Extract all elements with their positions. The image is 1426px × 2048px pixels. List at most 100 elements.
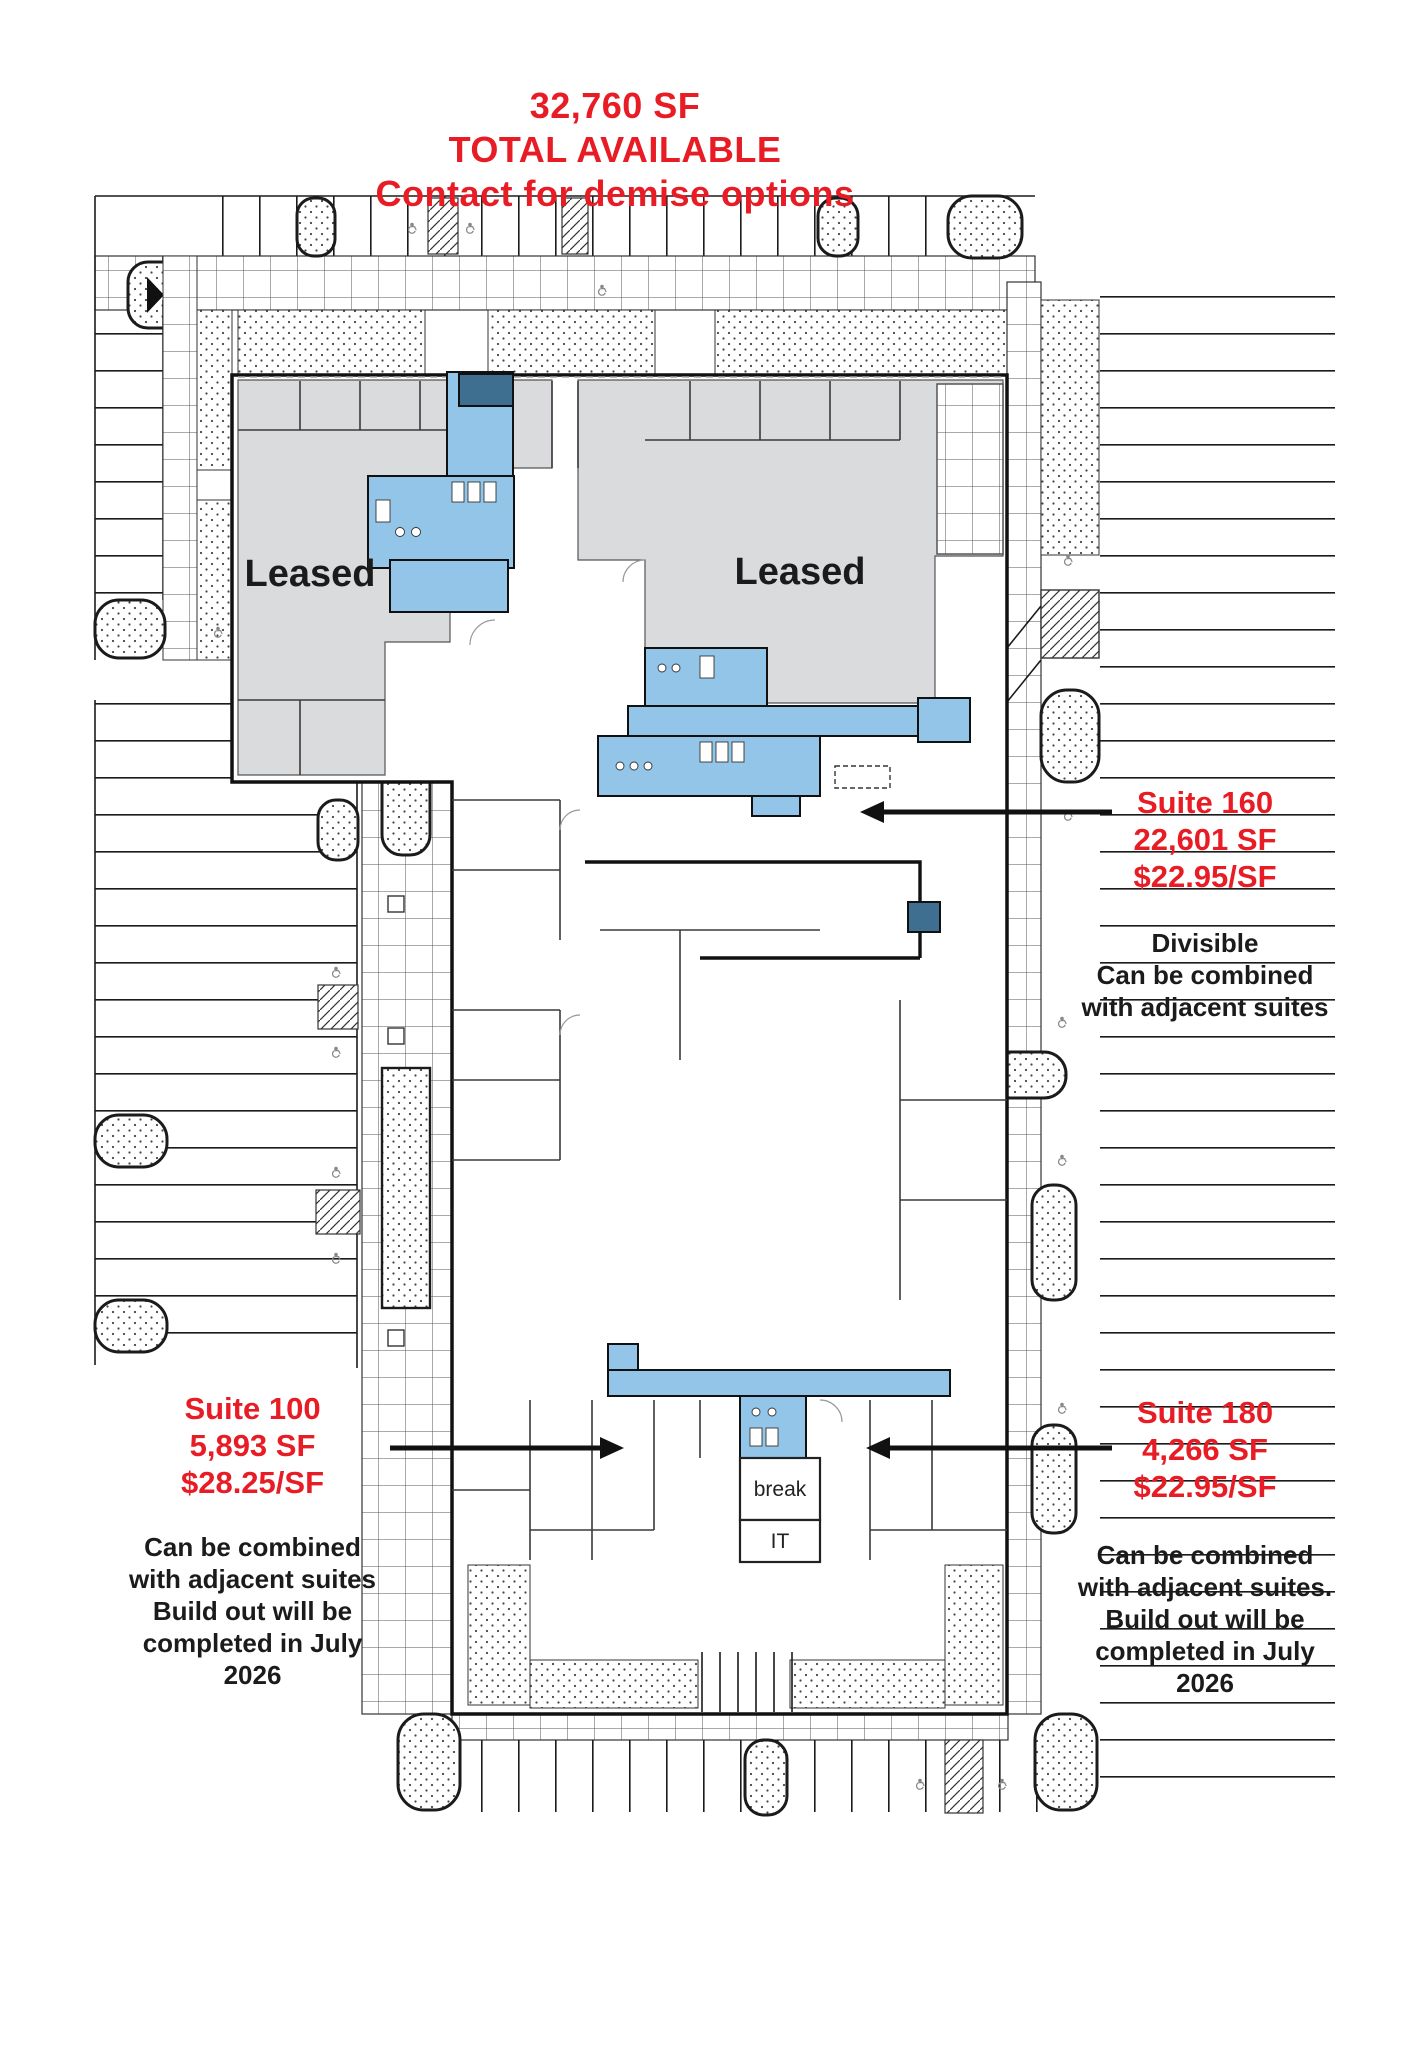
suite100-notes: Can be combined with adjacent suites Bui… (95, 1531, 410, 1691)
planting-strip (789, 1659, 946, 1709)
planting-strip (467, 1564, 531, 1706)
suite100-pricing: Suite 100 5,893 SF $28.25/SF (95, 1390, 410, 1501)
corridor-blue (751, 795, 801, 817)
utility-room-dark (458, 373, 514, 407)
it-room (738, 1518, 822, 1564)
hatched-no-parking-area (1040, 589, 1100, 659)
planting-strip (1040, 299, 1100, 556)
headline-total-sf: 32,760 SF (529, 85, 701, 126)
suite160-notes: Divisible Can be combined with adjacent … (1040, 927, 1370, 1023)
headline-total-available: TOTAL AVAILABLE (448, 129, 782, 170)
suite-area: 5,893 SF (189, 1428, 316, 1463)
note-line: Build out will be (1105, 1604, 1305, 1634)
accessible-parking-icon (1057, 1154, 1067, 1166)
suite180-callout: Suite 180 4,266 SF $22.95/SF Can be comb… (1040, 1394, 1370, 1699)
hatched-no-parking-area (427, 197, 459, 255)
suite100-leader-arrow (600, 1437, 624, 1459)
landscape-island (93, 1113, 169, 1169)
note-line: Can be combined (1096, 1540, 1314, 1570)
hatched-no-parking-area (317, 984, 359, 1030)
interior-partitions (238, 381, 1007, 1560)
parking-south (396, 1712, 1099, 1817)
walkway-column (387, 1027, 405, 1045)
entry-walk-stripes (701, 1652, 793, 1712)
note-line: with adjacent suites (128, 1564, 377, 1594)
break-room-label: break (754, 1478, 807, 1501)
parking-east (986, 281, 1335, 1790)
suite100-callout: Suite 100 5,893 SF $28.25/SF Can be comb… (95, 1390, 410, 1691)
note-line: completed in July (1095, 1636, 1315, 1666)
suite-area: 22,601 SF (1133, 822, 1277, 857)
suite160-callout: Suite 160 22,601 SF $22.95/SF Divisible … (1040, 784, 1370, 1023)
landscape-island (93, 1298, 169, 1354)
planting-strip (237, 309, 426, 375)
suite-name: Suite 160 (1136, 785, 1274, 820)
restroom-core-south (607, 1343, 951, 1459)
landscape-island (1030, 1423, 1078, 1535)
walkway-column (387, 895, 405, 913)
planting-strip (196, 309, 233, 471)
dashed-table (834, 765, 891, 789)
landscape-island (1039, 688, 1101, 784)
parking-north (94, 194, 1036, 375)
suite180-pricing: Suite 180 4,266 SF $22.95/SF (1040, 1394, 1370, 1505)
landscape-island (93, 598, 167, 660)
planting-strip (714, 309, 1008, 375)
corridor-blue (607, 1343, 639, 1373)
note-line: completed in July (142, 1628, 363, 1658)
planting-strip (529, 1659, 699, 1709)
it-room-label: IT (771, 1530, 790, 1553)
headline: 32,760 SF TOTAL AVAILABLE Contact for de… (315, 84, 915, 216)
hatched-no-parking-area (315, 1189, 361, 1235)
suite160-pricing: Suite 160 22,601 SF $22.95/SF (1040, 784, 1370, 895)
leased-label-west: Leased (245, 553, 376, 595)
break-room (738, 1456, 822, 1522)
hatched-no-parking-area (561, 197, 589, 255)
suite180-leader-arrow (866, 1437, 890, 1459)
note-line: Can be combined (1096, 960, 1314, 990)
landscape-island (1030, 1183, 1078, 1302)
utility-room-dark (907, 901, 941, 933)
hatched-no-parking-area (944, 1739, 984, 1814)
restrooms-blue (739, 1395, 807, 1459)
parking-stalls-east (1100, 290, 1335, 1790)
landscape-island (1033, 1712, 1099, 1812)
suite-area: 4,266 SF (1142, 1432, 1268, 1467)
parking-west (93, 196, 361, 1368)
parking-stalls-west-upper (95, 300, 163, 600)
south-courtyard (467, 1564, 1004, 1712)
corridor-blue (917, 697, 971, 743)
sidewalk-ramp-marks (1006, 605, 1042, 703)
leased-label-east: Leased (735, 551, 866, 593)
note-line: Can be combined (144, 1532, 361, 1562)
restroom-core-center (597, 647, 971, 817)
note-line: 2026 (223, 1660, 282, 1690)
landscape-island (295, 196, 337, 258)
corridor-blue (627, 705, 943, 737)
planting-strip (944, 1564, 1004, 1706)
restroom-core-north (367, 371, 515, 613)
landscape-island (946, 194, 1024, 260)
courtyard-patio (936, 383, 1004, 555)
note-line: with adjacent suites. (1077, 1572, 1333, 1602)
sidewalk-north (94, 255, 1036, 311)
break-it-rooms: break IT (738, 1456, 822, 1564)
accessible-parking-icon (1063, 554, 1073, 566)
suite-rate: $22.95/SF (1133, 859, 1277, 894)
parking-stalls-west-lower (95, 700, 357, 1365)
note-line: Build out will be (152, 1596, 353, 1626)
landscape-island (743, 1738, 789, 1817)
building: break IT Leased Leased (230, 371, 1009, 1716)
note-line: 2026 (1176, 1668, 1234, 1698)
suite-name: Suite 180 (1136, 1395, 1274, 1430)
suite180-notes: Can be combined with adjacent suites. Bu… (1040, 1539, 1370, 1699)
corridor-blue (607, 1369, 951, 1397)
planting-strip (380, 1066, 432, 1310)
walkway-west-band (361, 619, 453, 1715)
note-line: Divisible (1151, 928, 1259, 958)
landscape-island (396, 1712, 462, 1812)
callout-leaders (390, 801, 1112, 1459)
suite-name: Suite 100 (184, 1391, 321, 1426)
suite-rate: $22.95/SF (1133, 1469, 1277, 1504)
